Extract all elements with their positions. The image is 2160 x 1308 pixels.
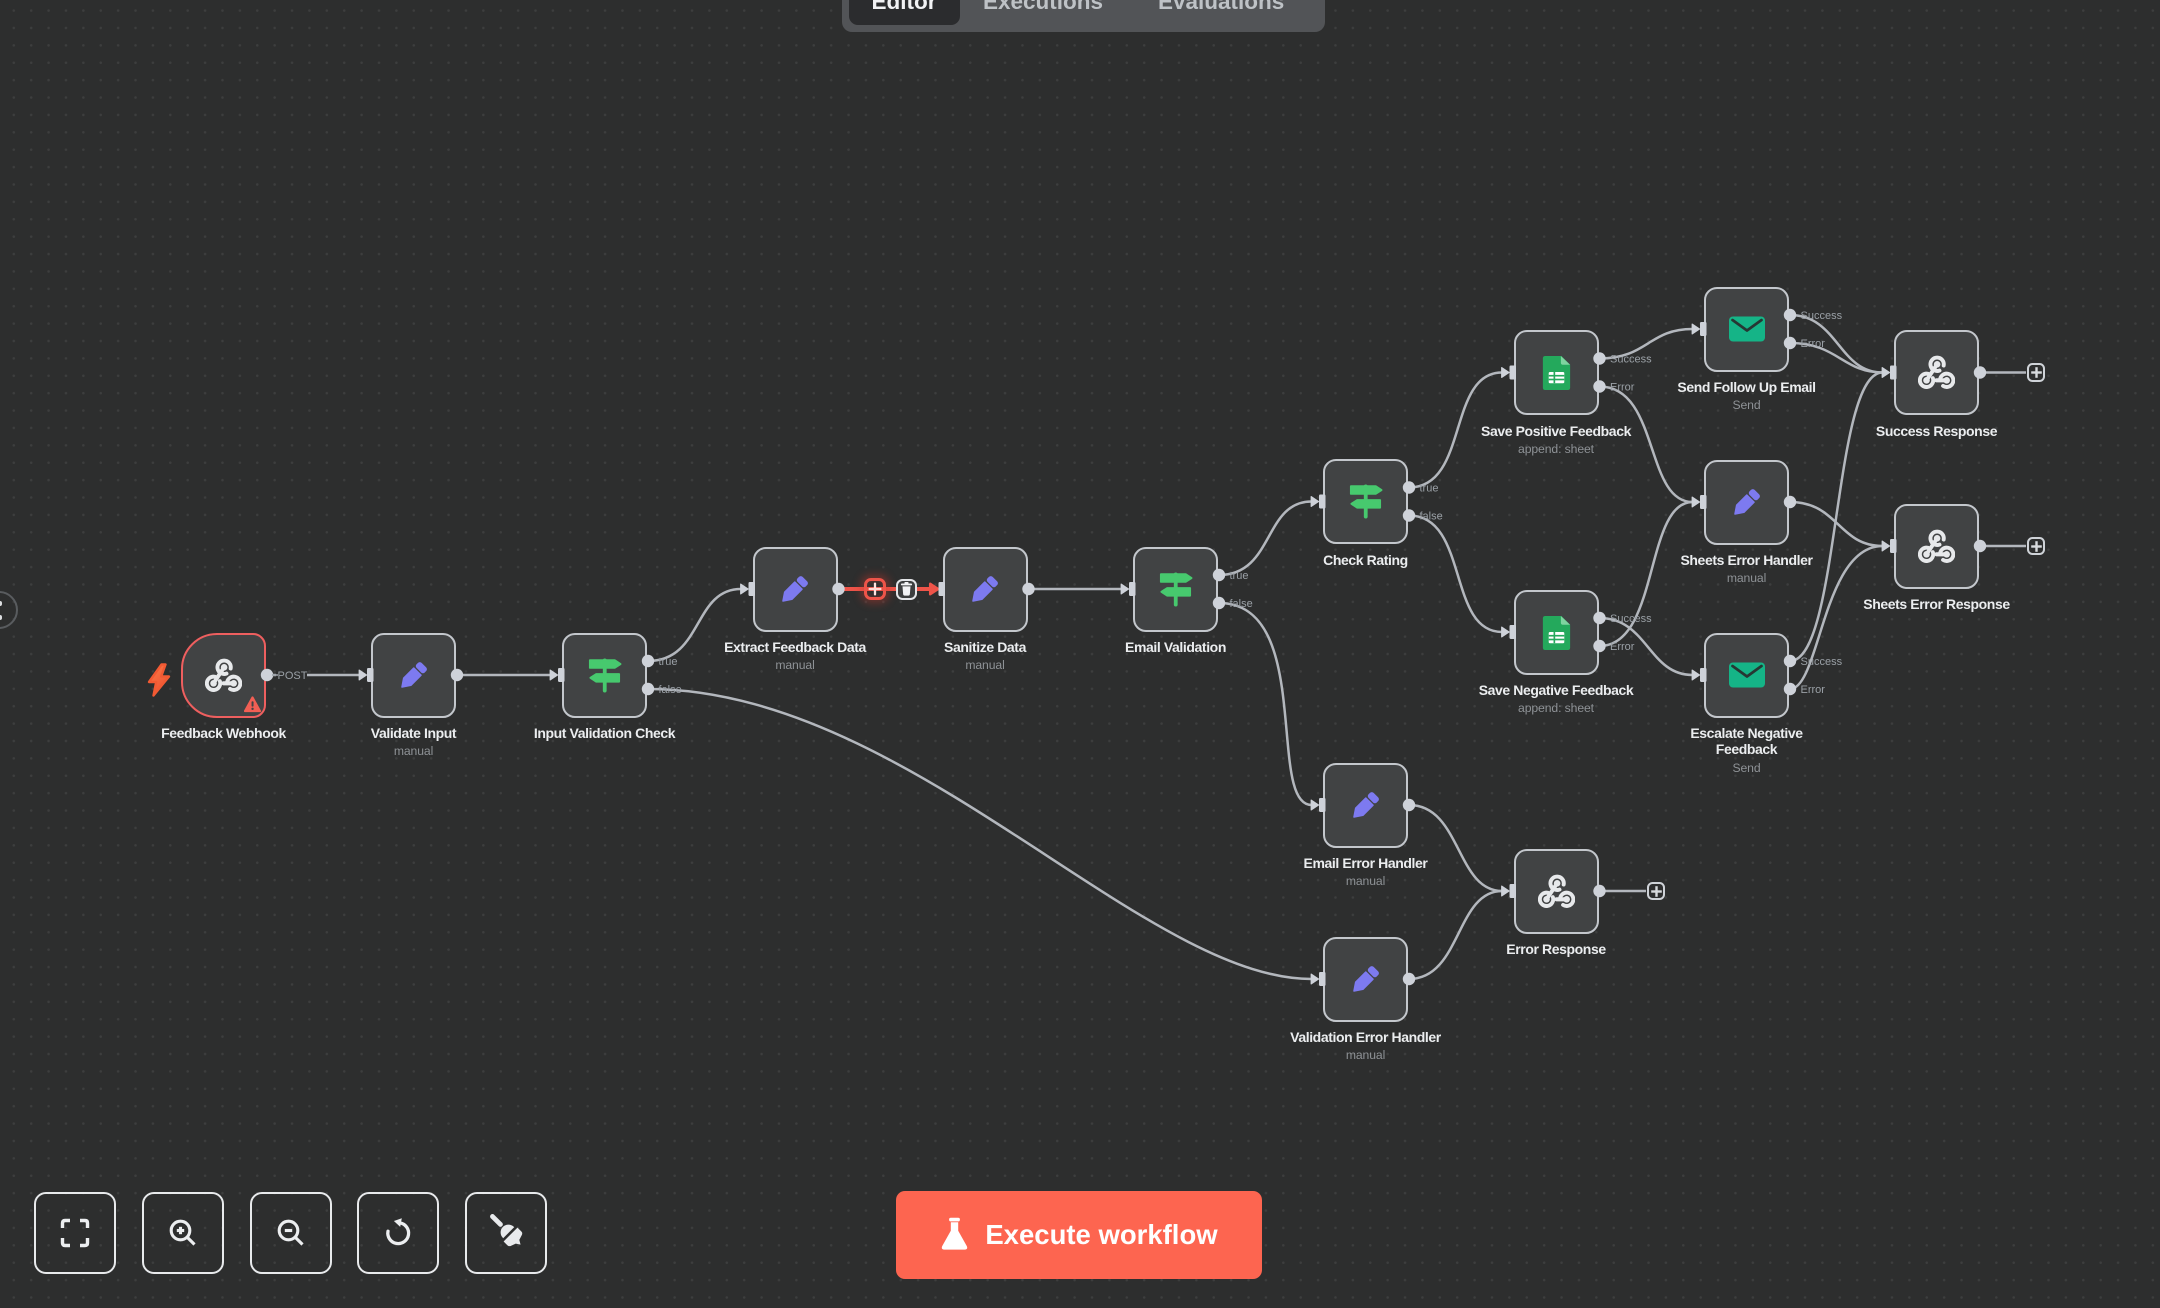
svg-text:true: true [659, 656, 678, 668]
svg-text:Success: Success [1610, 354, 1652, 366]
svg-text:Error: Error [1801, 338, 1826, 350]
svg-text:Success: Success [1610, 613, 1652, 625]
svg-text:Error: Error [1801, 684, 1826, 696]
svg-text:false: false [1420, 511, 1443, 523]
svg-text:Error: Error [1610, 641, 1635, 653]
svg-text:false: false [659, 684, 682, 696]
svg-text:true: true [1230, 570, 1249, 582]
svg-text:POST: POST [278, 670, 308, 682]
svg-text:Error: Error [1610, 382, 1635, 394]
svg-text:Success: Success [1801, 310, 1843, 322]
svg-text:false: false [1230, 598, 1253, 610]
svg-text:Success: Success [1801, 656, 1843, 668]
svg-text:true: true [1420, 483, 1439, 495]
